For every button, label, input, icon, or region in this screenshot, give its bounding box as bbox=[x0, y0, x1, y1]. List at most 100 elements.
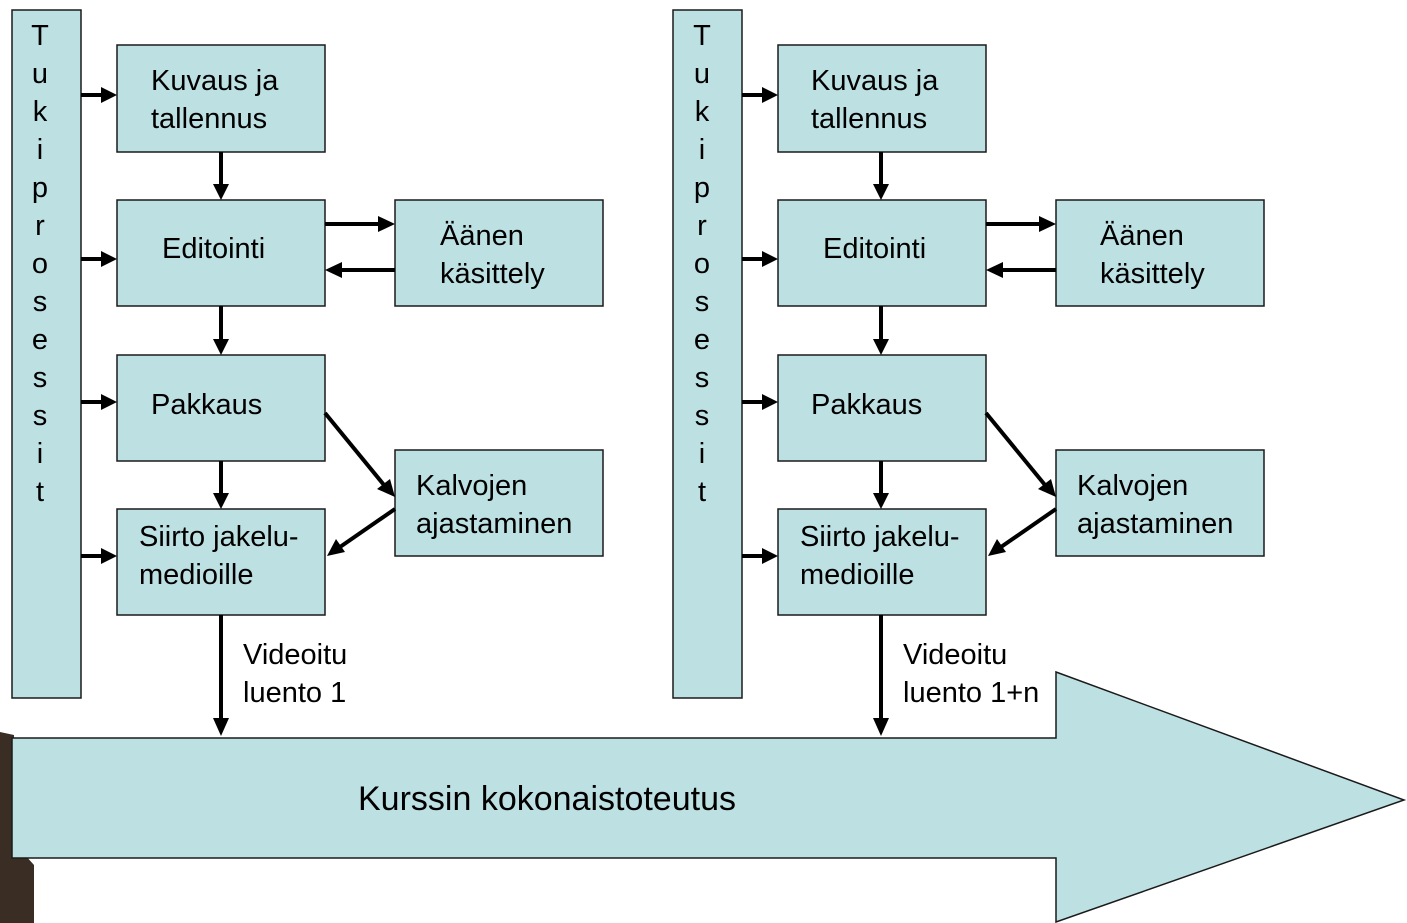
label-kalvojen-left: Kalvojen ajastaminen bbox=[416, 470, 572, 540]
label-aanen-right-line-1: Äänen bbox=[1100, 220, 1184, 252]
arrowhead-editointi-aanen-right bbox=[1039, 216, 1056, 232]
sidebar-letter: e bbox=[694, 324, 710, 356]
sidebar-letter: o bbox=[694, 248, 710, 280]
sidebar-letter: k bbox=[33, 96, 48, 128]
arrow-kalvojen-siirto-right bbox=[999, 507, 1058, 549]
sidebar-letter: e bbox=[32, 324, 48, 356]
sidebar-letter: r bbox=[35, 210, 45, 242]
label-siirto-left-line-2: medioille bbox=[139, 559, 253, 591]
label-pakkaus-left: Pakkaus bbox=[151, 389, 262, 421]
box-siirto-right bbox=[777, 508, 987, 616]
arrowhead-sidebar-editointi-left bbox=[101, 251, 117, 267]
arrowhead-sidebar-siirto-left bbox=[101, 548, 117, 564]
arrow-pakkaus-kalvojen-right bbox=[984, 411, 1047, 487]
arrowhead-kuvaus-editointi-left bbox=[213, 184, 229, 200]
label-kuvaus-right: Kuvaus ja tallennus bbox=[811, 65, 946, 135]
label-kalvojen-left-line-2: ajastaminen bbox=[416, 508, 572, 540]
label-aanen-left-line-1: Äänen bbox=[440, 220, 524, 252]
label-siirto-right-line-2: medioille bbox=[800, 559, 914, 591]
arrowhead-editointi-pakkaus-right bbox=[873, 339, 889, 355]
arrowhead-siirto-course-left bbox=[213, 718, 229, 736]
box-kuvaus-left bbox=[116, 44, 326, 153]
box-aanen-left bbox=[394, 199, 604, 307]
label-pakkaus-right: Pakkaus bbox=[811, 389, 922, 421]
box-kalvojen-left bbox=[394, 449, 604, 557]
label-siirto-left: Siirto jakelu- medioille bbox=[139, 521, 307, 591]
label-kalvojen-right-line-1: Kalvojen bbox=[1077, 470, 1188, 502]
arrowhead-kalvojen-siirto-right bbox=[988, 539, 1006, 556]
sidebar-letter: i bbox=[37, 134, 43, 166]
label-output-left-line-1: Videoitu bbox=[243, 639, 347, 671]
sidebar-letter: s bbox=[33, 362, 48, 394]
box-siirto-left bbox=[116, 508, 326, 616]
course-label: Kurssin kokonaistoteutus bbox=[358, 780, 736, 818]
sidebar-tukiprosessit-right bbox=[672, 9, 743, 699]
label-output-right: Videoitu luento 1+n bbox=[903, 639, 1039, 709]
label-output-left: Videoitu luento 1 bbox=[243, 639, 355, 709]
arrowhead-pakkaus-kalvojen-left bbox=[377, 479, 395, 497]
sidebar-letter: i bbox=[699, 438, 705, 470]
sidebar-letter: u bbox=[32, 58, 48, 90]
label-kuvaus-left-line-1: Kuvaus ja bbox=[151, 65, 279, 97]
label-aanen-left-line-2: käsittely bbox=[440, 258, 545, 290]
arrowhead-sidebar-pakkaus-right bbox=[762, 394, 778, 410]
sidebar-letter: s bbox=[695, 400, 710, 432]
arrowhead-sidebar-editointi-right bbox=[762, 251, 778, 267]
box-kalvojen-right bbox=[1055, 449, 1265, 557]
sidebar-letter: p bbox=[32, 172, 48, 204]
sidebar-tukiprosessit-left bbox=[11, 9, 82, 699]
label-editointi-left: Editointi bbox=[162, 233, 265, 265]
label-kuvaus-left: Kuvaus ja tallennus bbox=[151, 65, 286, 135]
label-kuvaus-left-line-2: tallennus bbox=[151, 103, 267, 135]
arrowhead-sidebar-kuvaus-left bbox=[101, 87, 117, 103]
sidebar-letter: T bbox=[31, 20, 49, 52]
course-arrow bbox=[11, 670, 1407, 923]
sidebar-letter: t bbox=[698, 476, 706, 508]
arrowhead-kuvaus-editointi-right bbox=[873, 184, 889, 200]
arrowhead-pakkaus-siirto-right bbox=[873, 493, 889, 509]
label-kalvojen-right-line-2: ajastaminen bbox=[1077, 508, 1233, 540]
sidebar-letter: p bbox=[694, 172, 710, 204]
arrowhead-sidebar-pakkaus-left bbox=[101, 394, 117, 410]
sidebar-letter: r bbox=[697, 210, 707, 242]
sidebar-letter: i bbox=[699, 134, 705, 166]
label-aanen-right: Äänen käsittely bbox=[1100, 220, 1205, 290]
sidebar-letter: t bbox=[36, 476, 44, 508]
label-kuvaus-right-line-2: tallennus bbox=[811, 103, 927, 135]
label-kalvojen-right: Kalvojen ajastaminen bbox=[1077, 470, 1233, 540]
box-editointi-right bbox=[777, 199, 987, 307]
box-kuvaus-right bbox=[777, 44, 987, 153]
arrowhead-aanen-editointi-left bbox=[325, 262, 342, 278]
label-editointi-right: Editointi bbox=[823, 233, 926, 265]
sidebar-letter: T bbox=[693, 20, 711, 52]
arrowhead-pakkaus-kalvojen-right bbox=[1038, 479, 1056, 497]
box-aanen-right bbox=[1055, 199, 1265, 307]
sidebar-letter: o bbox=[32, 248, 48, 280]
box-pakkaus-left bbox=[116, 354, 326, 462]
arrowhead-siirto-course-right bbox=[873, 718, 889, 736]
connectors-left bbox=[81, 87, 397, 736]
arrowhead-aanen-editointi-right bbox=[986, 262, 1003, 278]
sidebar-letter: u bbox=[694, 58, 710, 90]
label-output-left-line-2: luento 1 bbox=[243, 677, 346, 709]
label-output-right-line-2: luento 1+n bbox=[903, 677, 1039, 709]
label-kuvaus-right-line-1: Kuvaus ja bbox=[811, 65, 939, 97]
arrowhead-sidebar-siirto-right bbox=[762, 548, 778, 564]
arrowhead-kalvojen-siirto-left bbox=[327, 539, 345, 556]
sidebar-letter: k bbox=[695, 96, 710, 128]
arrowhead-pakkaus-siirto-left bbox=[213, 493, 229, 509]
sidebar-letter: s bbox=[695, 286, 710, 318]
arrow-kalvojen-siirto-left bbox=[338, 507, 397, 549]
label-kalvojen-left-line-1: Kalvojen bbox=[416, 470, 527, 502]
label-siirto-right: Siirto jakelu- medioille bbox=[800, 521, 968, 591]
box-pakkaus-right bbox=[777, 354, 987, 462]
arrow-pakkaus-kalvojen-left bbox=[323, 411, 386, 487]
arrowhead-editointi-pakkaus-left bbox=[213, 339, 229, 355]
arrowhead-sidebar-kuvaus-right bbox=[762, 87, 778, 103]
label-aanen-right-line-2: käsittely bbox=[1100, 258, 1205, 290]
